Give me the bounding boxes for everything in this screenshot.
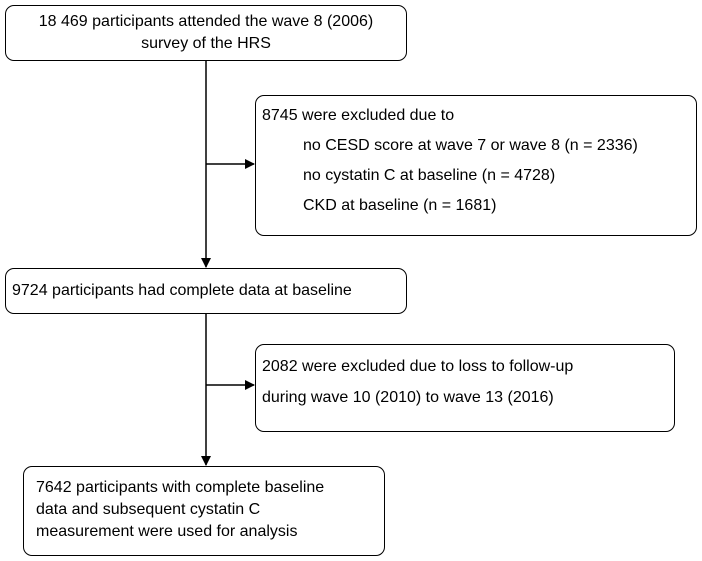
- final-box-line2: data and subsequent cystatin C: [36, 501, 261, 518]
- baseline-box-text: 9724 participants had complete data at b…: [12, 282, 352, 299]
- final-box-line3: measurement were used for analysis: [36, 523, 298, 540]
- baseline-box: 9724 participants had complete data at b…: [5, 268, 407, 314]
- exclusion-box-1: 8745 were excluded due to no CESD score …: [255, 95, 697, 236]
- exclusion-box-2-line1: 2082 were excluded due to loss to follow…: [262, 358, 574, 375]
- exclusion-box-2: 2082 were excluded due to loss to follow…: [255, 344, 675, 432]
- final-box: 7642 participants with complete baseline…: [23, 466, 385, 556]
- start-box-line1: 18 469 participants attended the wave 8 …: [38, 13, 374, 30]
- exclusion-box-1-heading: 8745 were excluded due to: [262, 107, 455, 124]
- start-box: 18 469 participants attended the wave 8 …: [5, 5, 407, 61]
- exclusion-reason-cesd: no CESD score at wave 7 or wave 8 (n = 2…: [303, 137, 638, 154]
- final-box-line1: 7642 participants with complete baseline: [36, 479, 325, 496]
- exclusion-box-2-line2: during wave 10 (2010) to wave 13 (2016): [262, 389, 554, 406]
- exclusion-reason-ckd: CKD at baseline (n = 1681): [303, 197, 497, 214]
- exclusion-reason-cystatin: no cystatin C at baseline (n = 4728): [303, 167, 556, 184]
- start-box-line2: survey of the HRS: [141, 35, 271, 52]
